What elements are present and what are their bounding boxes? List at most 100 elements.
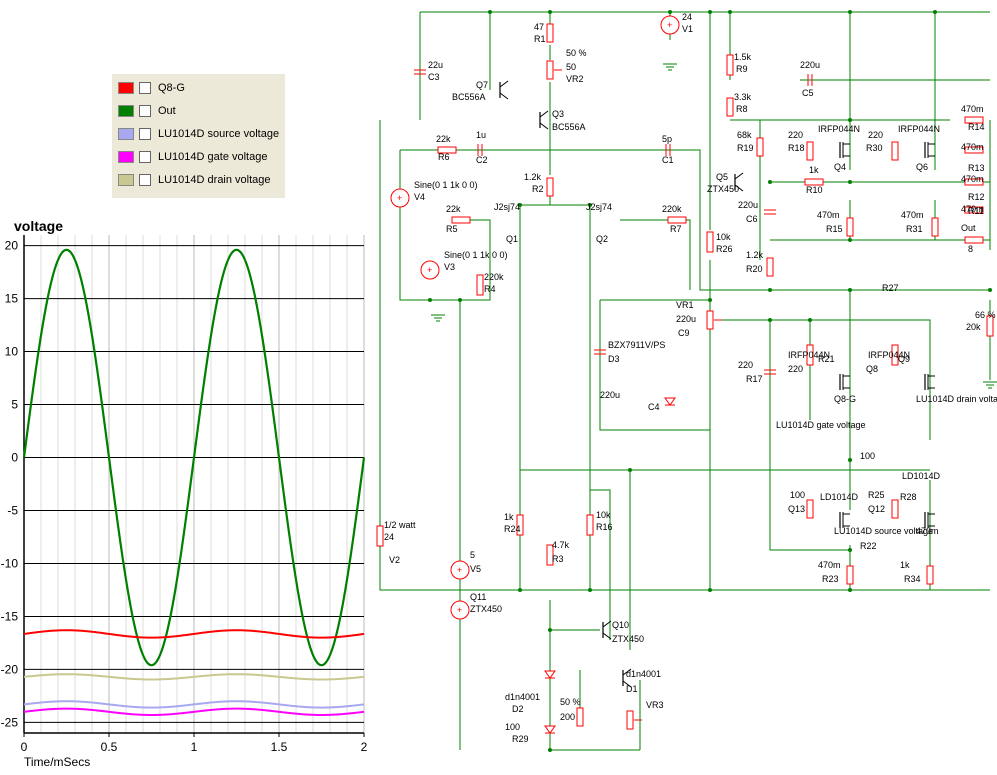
source-polarity: +	[457, 565, 462, 575]
resistor	[516, 514, 524, 536]
schematic-label: 100	[790, 490, 805, 500]
schematic-label: R20	[746, 264, 763, 274]
legend-checkbox[interactable]	[139, 82, 151, 94]
resistor	[964, 146, 984, 154]
schematic-label: 5	[470, 550, 475, 560]
schematic-label: R24	[504, 524, 521, 534]
junction	[708, 298, 712, 302]
schematic-label: R6	[438, 152, 450, 162]
junction	[768, 318, 772, 322]
schematic-label: 220k	[484, 272, 504, 282]
schematic-label: V2	[389, 555, 400, 565]
resistor	[437, 146, 457, 154]
schematic-label: VR1	[676, 300, 694, 310]
schematic-label: 22k	[436, 134, 451, 144]
junction	[628, 468, 632, 472]
resistor	[667, 216, 687, 224]
chart-title: voltage	[14, 218, 64, 234]
wire	[519, 195, 551, 590]
wire	[620, 219, 691, 290]
schematic-label: 1.2k	[524, 172, 542, 182]
schematic-label: Q6	[916, 162, 928, 172]
transistor	[622, 680, 632, 688]
y-tick-label: 10	[5, 345, 19, 359]
resistor	[376, 525, 384, 547]
legend-checkbox[interactable]	[139, 105, 151, 117]
resistor	[806, 141, 814, 161]
legend-item[interactable]: LU1014D gate voltage	[118, 150, 267, 164]
legend-item[interactable]: LU1014D source voltage	[118, 127, 279, 141]
schematic-label: d1n4001	[626, 669, 661, 679]
schematic-label: 66 %	[975, 310, 996, 320]
schematic-label: Q4	[834, 162, 846, 172]
schematic-label: V1	[682, 24, 693, 34]
resistor	[846, 217, 854, 237]
legend-checkbox[interactable]	[139, 128, 151, 140]
schematic-label: Q7	[476, 80, 488, 90]
series-line	[23, 629, 365, 639]
schematic-label: 47	[534, 22, 544, 32]
resistor	[706, 310, 714, 330]
transistor	[499, 92, 509, 100]
legend-swatch	[118, 151, 134, 163]
schematic-label: R31	[906, 224, 923, 234]
schematic-label: R25	[868, 490, 885, 500]
resistor	[451, 216, 471, 224]
legend-checkbox[interactable]	[139, 174, 151, 186]
schematic-label: C1	[662, 155, 674, 165]
schematic-label: 20k	[966, 322, 981, 332]
resistor	[756, 137, 764, 157]
resistor	[891, 499, 899, 519]
schematic-label: R21	[818, 354, 835, 364]
transistor	[602, 620, 612, 628]
resistor	[546, 177, 554, 197]
schematic-label: 1.5k	[734, 52, 752, 62]
schematic-label: 1k	[809, 165, 819, 175]
schematic-label: R17	[746, 374, 763, 384]
schematic-label: 68k	[737, 130, 752, 140]
junction	[848, 588, 852, 592]
junction	[848, 180, 852, 184]
schematic-label: 220u	[738, 200, 758, 210]
schematic-label: 220k	[662, 204, 682, 214]
schematic-label: 470m	[961, 142, 984, 152]
legend-item[interactable]: LU1014D drain voltage	[118, 173, 271, 187]
source	[450, 600, 470, 620]
junction	[518, 203, 522, 207]
legend-item[interactable]: Out	[118, 104, 176, 118]
junction	[458, 298, 462, 302]
schematic-label: 1.2k	[746, 250, 764, 260]
transistor	[602, 632, 612, 640]
junction	[768, 180, 772, 184]
schematic-label: R3	[552, 554, 564, 564]
schematic-label: IRFP044N	[818, 124, 860, 134]
schematic-label: 50	[566, 62, 576, 72]
schematic-label: 470m	[961, 204, 984, 214]
schematic-label: 1k	[504, 512, 514, 522]
schematic-label: 8	[968, 244, 973, 254]
schematic-label: 470m	[961, 104, 984, 114]
resistor	[964, 236, 984, 244]
schematic-label: C2	[476, 155, 488, 165]
resistor	[964, 206, 984, 214]
resistor	[804, 178, 824, 186]
legend-swatch	[118, 105, 134, 117]
schematic-label: R8	[736, 104, 748, 114]
legend-label: LU1014D gate voltage	[158, 151, 268, 163]
resistor	[964, 116, 984, 124]
legend-checkbox[interactable]	[139, 151, 151, 163]
schematic-label: R12	[968, 192, 985, 202]
resistor	[576, 707, 584, 727]
series-line	[23, 673, 365, 681]
legend-label: Out	[158, 105, 176, 117]
x-axis-label: Time/mSecs	[24, 755, 91, 769]
schematic-label: Q5	[716, 172, 728, 182]
wire	[769, 320, 850, 551]
junction	[668, 10, 672, 14]
schematic-label: VR2	[566, 74, 584, 84]
legend-item[interactable]: Q8-G	[118, 81, 185, 95]
schematic-label: Q12	[868, 504, 885, 514]
source-polarity: +	[457, 605, 462, 615]
schematic-label: Q9	[898, 354, 910, 364]
schematic-label: 470m	[817, 210, 840, 220]
